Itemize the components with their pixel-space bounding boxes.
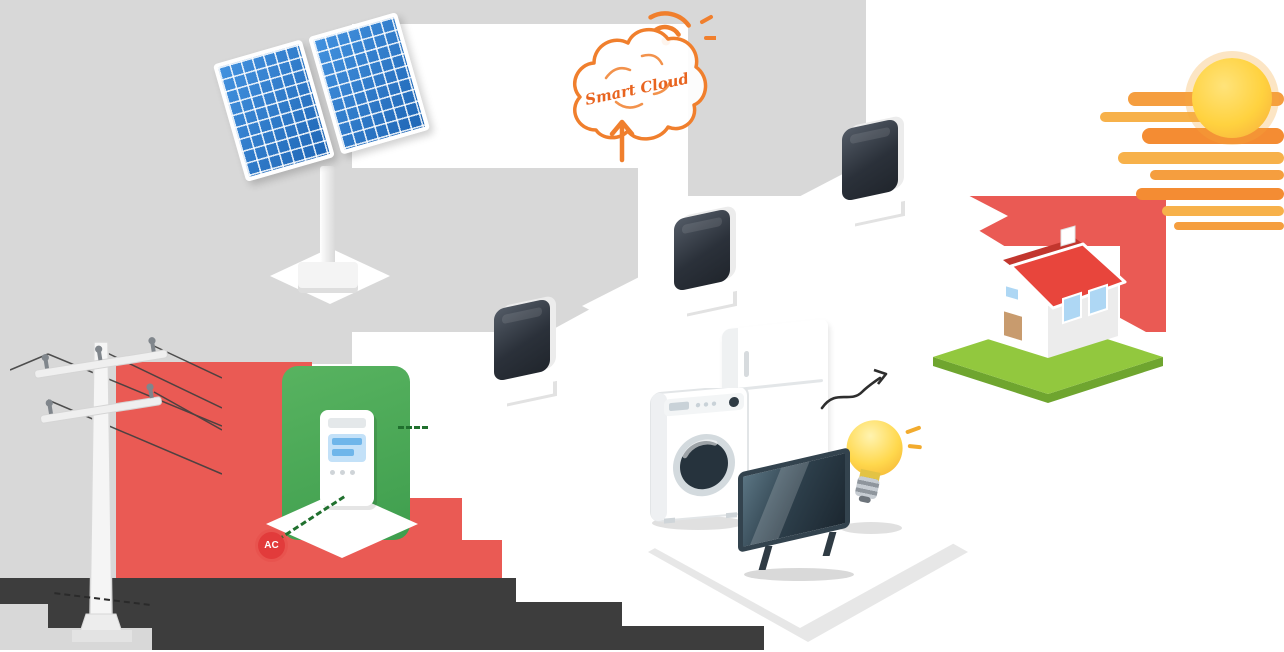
bg-block <box>162 332 352 364</box>
streak <box>1174 222 1284 230</box>
power-pole <box>10 337 222 642</box>
bg-block <box>352 0 706 24</box>
battery-inverter-2 <box>674 208 740 318</box>
washer-button <box>711 401 717 406</box>
tv-leg <box>822 532 837 556</box>
streak <box>1136 188 1284 200</box>
solar-panel-pole <box>320 166 335 278</box>
washer-door-highlight <box>682 439 718 459</box>
smart-cloud: Smart Cloud <box>573 11 716 163</box>
meter-button <box>350 470 355 475</box>
chimney <box>1060 225 1076 247</box>
washing-machine <box>650 388 749 524</box>
battery-body <box>494 298 550 382</box>
smart-meter-unit: AC <box>258 364 450 578</box>
grass-side <box>933 357 1163 403</box>
battery-stand <box>503 378 553 405</box>
fridge-handle <box>744 350 749 378</box>
side-window-2 <box>1088 283 1108 317</box>
crossarm-upper <box>34 337 168 379</box>
meter-display <box>328 434 366 462</box>
washer-side <box>651 393 667 522</box>
ac-label: AC <box>264 540 279 551</box>
solar-panel-base <box>298 262 358 288</box>
bulb-ray <box>905 425 922 435</box>
bg-block <box>688 0 866 196</box>
bulb-shadow <box>840 522 902 534</box>
battery-inverter-1 <box>842 118 908 228</box>
gable-window <box>1004 283 1020 303</box>
meter-button <box>330 470 335 475</box>
red-block <box>462 540 502 578</box>
pole-mast <box>89 341 113 617</box>
spark-icon <box>700 15 713 24</box>
house <box>933 225 1163 403</box>
washer-foot <box>726 512 737 519</box>
cloud-squiggles <box>604 53 672 109</box>
streak <box>1100 112 1230 122</box>
washer-button <box>703 402 709 407</box>
side-window-1 <box>1062 291 1082 325</box>
meter-button <box>340 470 345 475</box>
battery-body <box>842 118 898 202</box>
tv-shadow <box>744 568 854 581</box>
meter-top <box>328 418 366 428</box>
upload-arrow-icon <box>609 119 635 163</box>
battery-stand <box>683 288 733 315</box>
battery-body <box>674 208 730 292</box>
streak <box>1150 170 1284 180</box>
smart-meter <box>320 410 374 506</box>
pole-foot <box>72 630 132 642</box>
battery-inverter-3 <box>494 298 560 408</box>
washer-foot <box>664 517 675 524</box>
shadow-band <box>152 626 764 650</box>
streak <box>1118 152 1284 164</box>
washer-button <box>695 402 701 408</box>
bulb-ray <box>907 443 922 450</box>
streak <box>1162 206 1284 216</box>
wifi-icon <box>648 11 691 37</box>
pole-base <box>79 613 123 633</box>
dashed-link-right <box>398 426 428 429</box>
sun <box>1192 58 1272 138</box>
solar-panel-array <box>212 12 452 306</box>
cable-scribble-icon <box>820 368 888 410</box>
shadow-band <box>0 578 516 604</box>
solar-panels <box>212 12 431 182</box>
shadow-band <box>48 602 622 628</box>
washer-display <box>669 401 689 411</box>
tv <box>738 447 868 584</box>
ac-badge: AC <box>258 532 285 559</box>
tv-leg <box>758 546 773 570</box>
cloud-outline <box>573 28 708 141</box>
red-block <box>1120 246 1166 332</box>
washer-door-glass <box>680 441 728 490</box>
door <box>1002 308 1024 344</box>
washer-knob <box>729 396 739 407</box>
crossarm-lower <box>40 383 162 424</box>
battery-stand <box>851 198 901 225</box>
